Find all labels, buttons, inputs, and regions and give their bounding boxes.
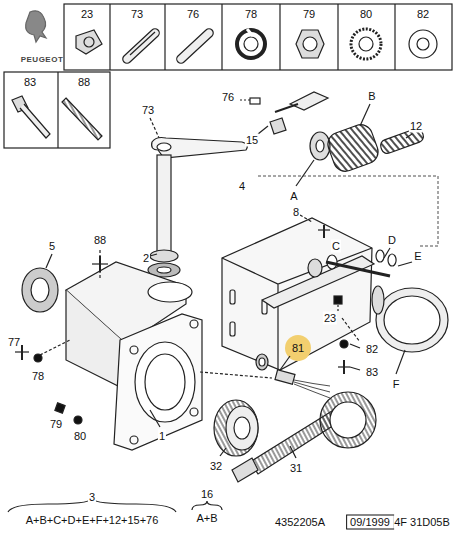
callout-number: 80 [73,430,87,443]
callout-number: 79 [49,418,63,431]
callout-number: 2 [142,252,150,265]
callout-number: 15 [245,134,259,147]
header-number: 78 [244,8,258,21]
reference-code: 4352205A [274,516,326,529]
callout-number: 8 [292,206,300,219]
callout-number: 78 [31,370,45,383]
callout-number: 73 [141,104,155,117]
callout-letter: F [392,378,401,391]
callout-number: 77 [7,336,21,349]
header-number: 73 [130,8,144,21]
callout-letter: C [331,240,341,253]
callout-number: 1 [158,430,166,443]
header-number: 82 [416,8,430,21]
callout-number: 82 [365,343,379,356]
callout-number: 23 [323,312,337,325]
callout-letter: D [387,234,397,247]
reference-code: 4F 31D05B [393,516,451,529]
header-number: 83 [23,76,37,89]
assembly-number: 3 [88,491,96,504]
callout-number: 81 [291,342,305,355]
callout-letter: A [289,190,298,203]
header-number: 88 [77,76,91,89]
date-code: 09/1999 [346,515,394,530]
callout-number: 83 [365,366,379,379]
assembly-contents: A+B [195,512,218,525]
callout-letter: B [367,90,376,103]
header-number: 76 [186,8,200,21]
callout-number: 12 [409,120,423,133]
callout-number: 76 [221,91,235,104]
callout-number: 5 [48,240,56,253]
header-number: 23 [80,8,94,21]
header-number: 80 [359,8,373,21]
header-number: 79 [302,8,316,21]
callout-letter: E [413,250,422,263]
brand-logo: PEUGEOT [20,55,65,65]
callout-number: 31 [289,462,303,475]
callout-number: 4 [238,180,246,193]
callout-number: 88 [93,234,107,247]
assembly-contents: A+B+C+D+E+F+12+15+76 [25,514,160,527]
assembly-number: 16 [200,488,214,501]
callout-number: 32 [209,460,223,473]
